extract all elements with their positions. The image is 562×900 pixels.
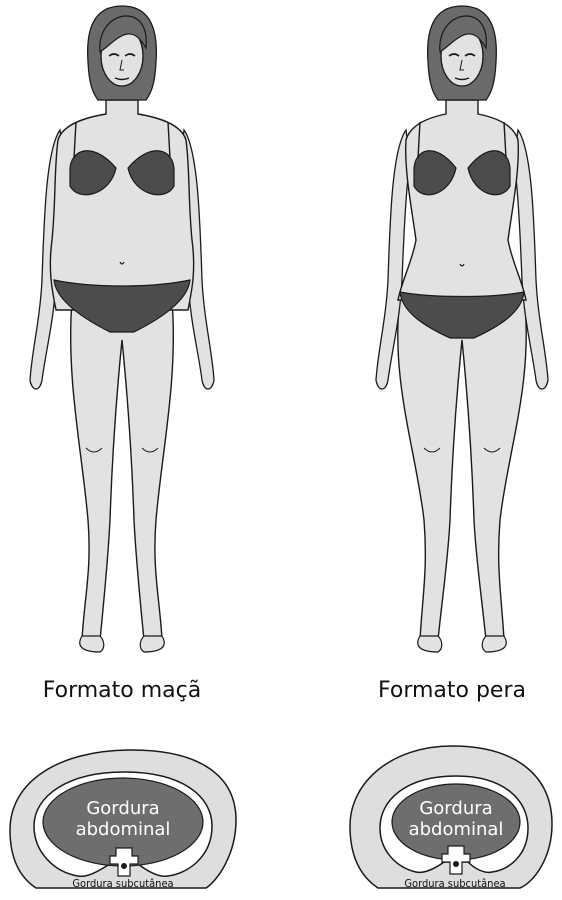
apple-shape-caption: Formato maçã xyxy=(2,678,242,703)
pear-shape-caption: Formato pera xyxy=(332,678,562,703)
apple-subcutaneous-fat-label: Gordura subcutânea xyxy=(48,877,198,890)
apple-abdominal-fat-label-line1: Gordura xyxy=(53,798,193,819)
pear-shape-figure xyxy=(376,6,548,652)
apple-abdominal-fat-label-line2: abdominal xyxy=(53,819,193,840)
apple-abdominal-fat-label: Gordura abdominal xyxy=(53,798,193,840)
pear-abdominal-fat-label-line2: abdominal xyxy=(386,819,526,840)
pear-subcutaneous-fat-label: Gordura subcutânea xyxy=(380,877,530,890)
pear-abdominal-fat-label: Gordura abdominal xyxy=(386,798,526,840)
apple-shape-figure xyxy=(30,6,214,652)
pear-abdominal-fat-label-line1: Gordura xyxy=(386,798,526,819)
